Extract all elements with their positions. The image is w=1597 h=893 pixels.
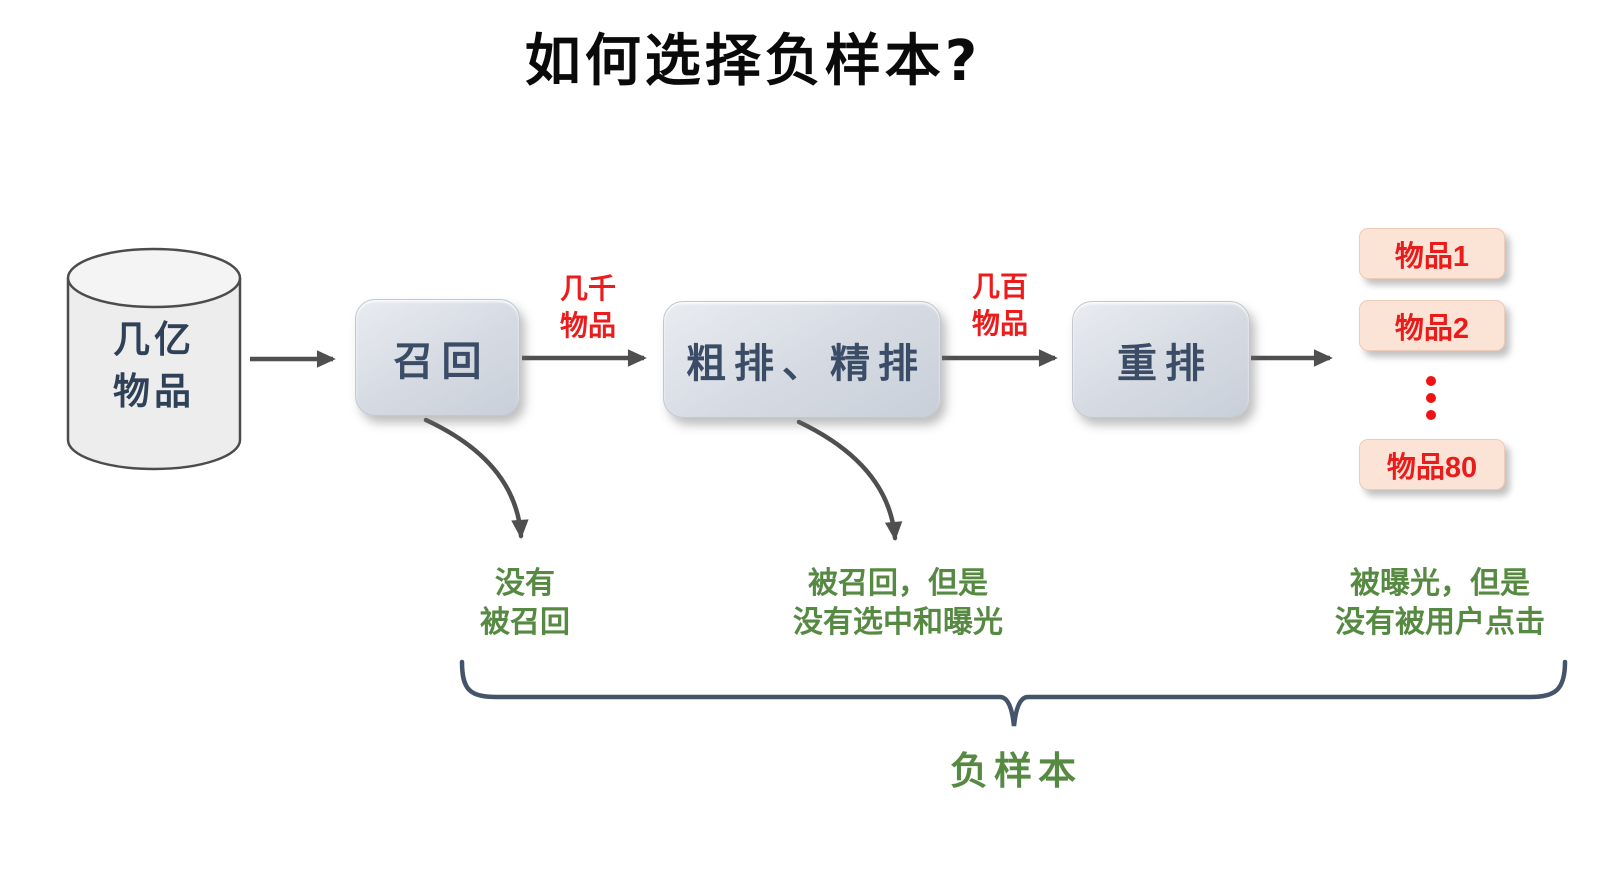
output-item-1: 物品1 [1359,228,1505,279]
output-item-1-label: 物品1 [1394,240,1470,273]
flow-count-hundreds: 几百 物品 [935,268,1065,342]
stage-coarse-fine-ranking-label: 粗排、精排 [686,341,926,386]
source-items-label-line2: 物品 [113,371,195,412]
annotation-recalled-not-selected-line2: 没有选中和曝光 [793,606,1003,639]
curved-arrow-not-selected [796,419,903,541]
items-database-cylinder [66,247,242,471]
annotation-exposed-not-clicked-line2: 没有被用户点击 [1335,606,1545,639]
annotation-not-recalled-line1: 没有 [495,567,555,600]
negative-samples-brace [459,659,1568,727]
annotation-not-recalled-line2: 被召回 [480,606,570,639]
stage-coarse-fine-ranking: 粗排、精排 [663,301,941,418]
annotation-recalled-not-selected: 被召回，但是 没有选中和曝光 [743,564,1053,642]
stage-recall: 召回 [355,299,520,416]
annotation-recalled-not-selected-line1: 被召回，但是 [808,567,988,600]
output-item-2-label: 物品2 [1394,312,1470,345]
flow-count-thousands: 几千 物品 [523,270,653,344]
annotation-exposed-not-clicked-line1: 被曝光，但是 [1350,567,1530,600]
output-item-80-label: 物品80 [1386,451,1478,484]
stage-rerank: 重排 [1072,301,1250,418]
flow-count-thousands-line2: 物品 [559,310,616,341]
page-title: 如何选择负样本? [524,29,982,94]
flow-count-hundreds-line1: 几百 [971,271,1028,302]
annotation-exposed-not-clicked: 被曝光，但是 没有被用户点击 [1283,564,1597,642]
negative-samples-label: 负样本 [949,751,1082,793]
vertical-ellipsis-icon [1426,376,1436,420]
annotation-not-recalled: 没有 被召回 [395,564,655,642]
output-item-80: 物品80 [1359,439,1505,490]
output-item-2: 物品2 [1359,300,1505,351]
source-items-label: 几亿 物品 [68,314,240,418]
flow-count-hundreds-line2: 物品 [971,308,1028,339]
flow-count-thousands-line1: 几千 [559,273,616,304]
stage-recall-label: 召回 [393,339,490,384]
source-items-label-line1: 几亿 [113,319,195,360]
curved-arrow-not-recalled [423,417,529,539]
stage-rerank-label: 重排 [1117,341,1213,386]
